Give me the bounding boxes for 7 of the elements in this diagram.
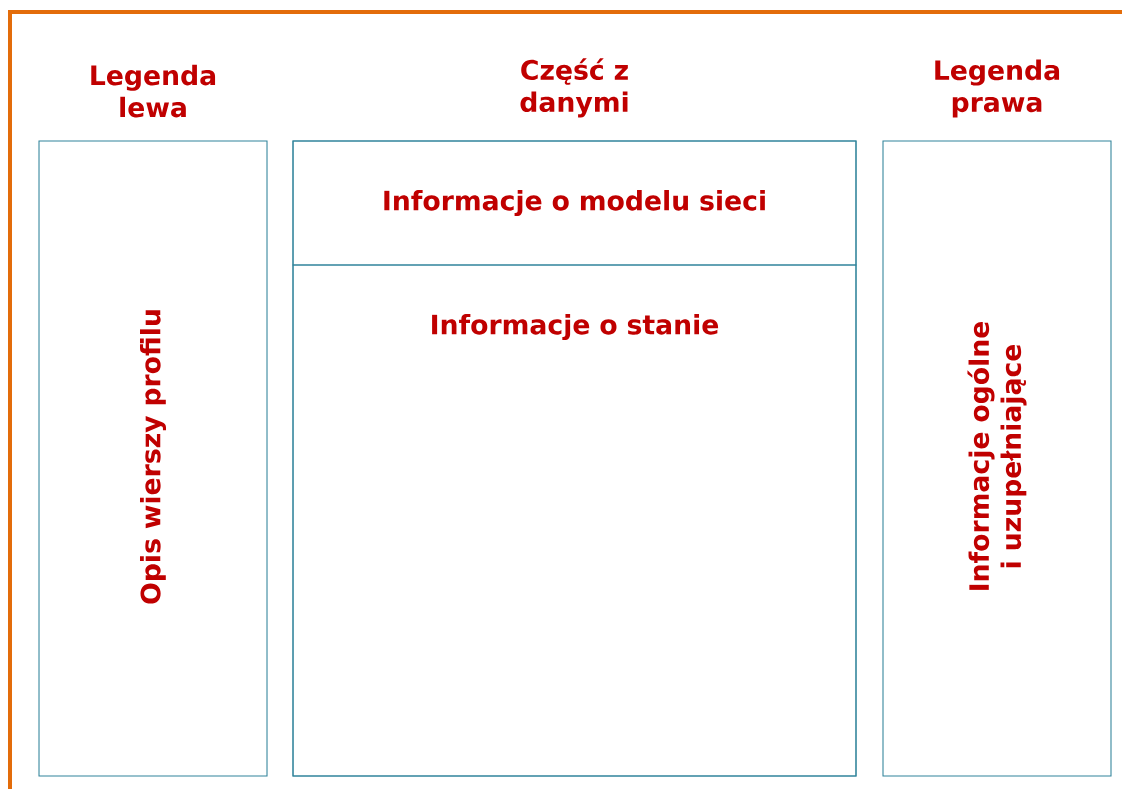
section-heading: Informacje o modelu sieci: [384, 190, 765, 216]
vertical-text: Opis wierszy profilu: [140, 310, 166, 604]
column-heading: Część z danymi: [520, 58, 628, 118]
vertical-text: Informacje ogólne i uzupełniające: [967, 322, 1027, 590]
section-heading: Informacje o stanie: [432, 314, 719, 340]
column-heading: Legenda lewa: [91, 64, 216, 118]
column-heading: Legenda prawa: [935, 59, 1060, 118]
